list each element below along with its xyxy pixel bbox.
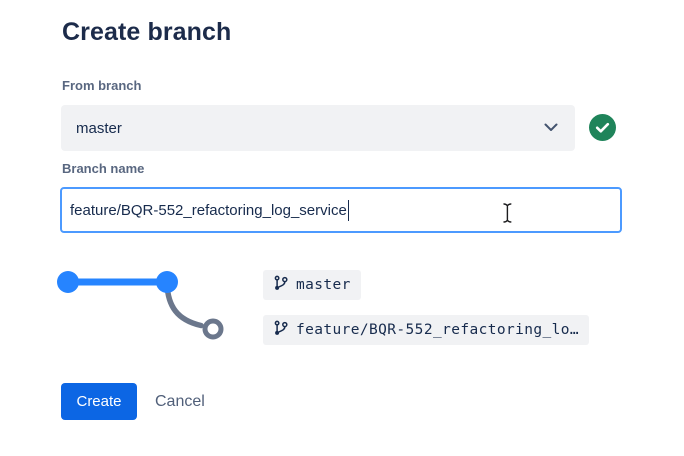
from-branch-select[interactable]: master [61,105,575,151]
git-branch-icon [273,275,289,296]
from-branch-selected-value: master [76,119,122,137]
new-branch-name: feature/BQR-552_refactoring_lo… [296,322,580,338]
chevron-down-icon [544,119,558,137]
create-button[interactable]: Create [61,383,137,420]
page-title: Create branch [62,18,232,46]
new-branch-chip: feature/BQR-552_refactoring_lo… [263,315,590,345]
branch-name-label: Branch name [62,161,145,176]
from-branch-label: From branch [62,78,142,93]
check-circle-icon [589,114,616,141]
commit-dot [57,271,79,293]
source-branch-chip: master [263,270,361,300]
branch-graph [50,259,240,356]
new-branch-tip-circle [202,318,224,340]
cancel-button[interactable]: Cancel [150,383,210,420]
branch-name-input[interactable] [60,187,622,233]
commit-dot [156,271,178,293]
source-branch-name: master [296,277,351,293]
branch-name-field-wrap: feature/BQR-552_refactoring_log_service [60,187,622,233]
git-branch-icon [273,320,289,341]
